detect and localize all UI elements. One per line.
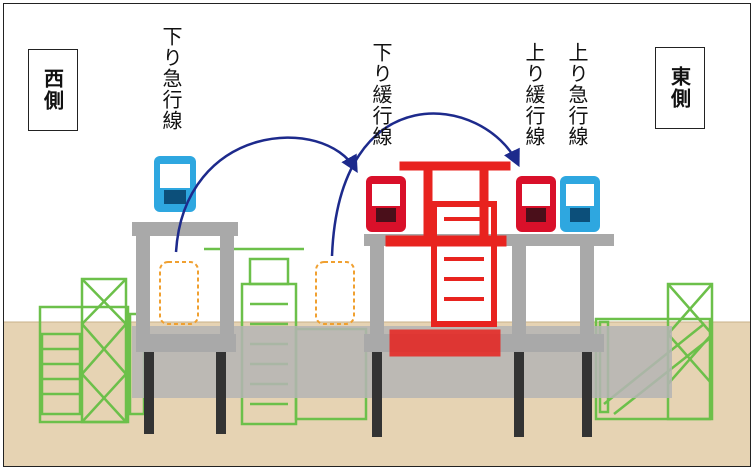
gray-structure [132, 222, 672, 437]
cross-section-diagram [4, 112, 750, 466]
temporary-train-outline [159, 261, 355, 325]
up-express-label: 上り急行線 [565, 42, 589, 147]
down-local-label: 下り緩行線 [369, 42, 393, 147]
train-icon [154, 156, 600, 232]
up-local-label: 上り緩行線 [522, 42, 546, 147]
west-label: 西側 [40, 68, 65, 112]
west-label-box: 西側 [28, 49, 78, 131]
down-express-label: 下り急行線 [159, 26, 183, 131]
east-label: 東側 [667, 66, 692, 110]
east-label-box: 東側 [655, 47, 705, 129]
diagram-frame: 西側 東側 下り急行線 下り緩行線 上り緩行線 上り急行線 [3, 3, 751, 467]
new-structure [385, 161, 511, 357]
curved-arrow-icon [174, 112, 520, 257]
